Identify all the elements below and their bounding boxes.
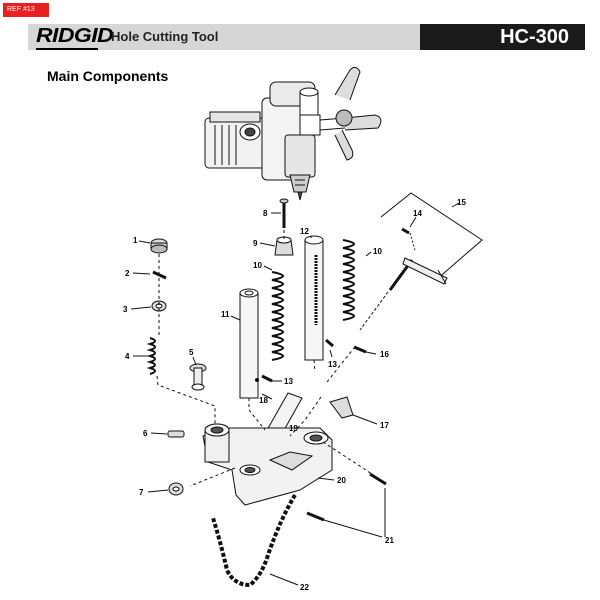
part-5-bolt	[189, 356, 207, 391]
part-21-pin-lower	[306, 488, 386, 538]
callout-1: 1	[133, 236, 138, 245]
part-13-pin-upper	[325, 338, 334, 358]
header-band	[28, 24, 420, 50]
part-16-pin	[353, 345, 377, 355]
part-4-spring	[133, 337, 156, 375]
callout-6: 6	[143, 429, 148, 438]
part-15-handle-assembly-box	[380, 192, 483, 281]
part-12-rack-column	[304, 235, 324, 361]
callout-3: 3	[123, 305, 128, 314]
part-6-pin	[150, 430, 185, 438]
callout-9: 9	[253, 239, 258, 248]
callout-13-lower: 13	[284, 377, 293, 386]
part-1-nut	[138, 238, 168, 254]
part-15-handle	[359, 257, 448, 331]
section-title: Main Components	[47, 68, 169, 84]
brand-logo: RIDGID	[36, 25, 114, 47]
callout-5: 5	[189, 348, 194, 357]
assembly-guide-lines	[156, 230, 373, 487]
callout-11: 11	[221, 310, 230, 319]
part-20-base	[202, 423, 335, 506]
callout-22: 22	[300, 583, 309, 592]
callout-13-upper: 13	[328, 360, 337, 369]
assembled-tool-illustration	[204, 66, 382, 201]
part-3-washer	[130, 300, 167, 312]
callout-18: 18	[259, 396, 268, 405]
callout-15: 15	[457, 198, 466, 207]
callout-2: 2	[125, 269, 130, 278]
callout-16: 16	[380, 350, 389, 359]
callout-14: 14	[413, 209, 422, 218]
callout-8: 8	[263, 209, 268, 218]
part-8-screw	[271, 198, 289, 228]
callout-7: 7	[139, 488, 144, 497]
part-10-spring-left	[263, 265, 284, 361]
logo-underline	[36, 48, 98, 50]
part-14-pin	[401, 216, 417, 251]
part-13-pin-lower	[261, 374, 282, 383]
callout-17: 17	[380, 421, 389, 430]
part-21-pin-upper	[369, 472, 387, 486]
callout-20: 20	[337, 476, 346, 485]
callout-10-left: 10	[253, 261, 262, 270]
ref-tag: REF #13	[3, 3, 49, 17]
part-22-chain	[211, 493, 299, 588]
callout-4: 4	[125, 352, 130, 361]
callout-10-right: 10	[373, 247, 382, 256]
part-2-pin	[132, 270, 167, 280]
part-7-nut	[147, 482, 184, 496]
part-11-column	[230, 288, 259, 399]
callout-19: 19	[289, 424, 298, 433]
product-title: Hole Cutting Tool	[111, 29, 219, 44]
part-17-bracket	[329, 396, 378, 425]
model-number: HC-300	[420, 24, 585, 50]
part-9-collar	[259, 236, 294, 256]
callout-12: 12	[300, 227, 309, 236]
part-10-spring-right	[342, 239, 372, 321]
callout-21: 21	[385, 536, 394, 545]
